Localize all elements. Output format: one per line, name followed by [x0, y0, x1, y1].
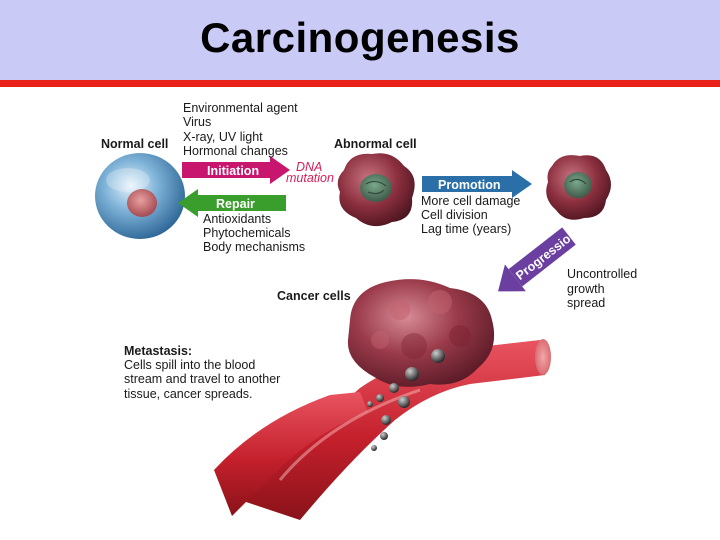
title-divider [0, 80, 720, 87]
progression-factor: growth [567, 282, 605, 296]
tumor-graphic [347, 279, 495, 387]
repair-label: Repair [216, 197, 255, 211]
metastasis-heading: Metastasis: [124, 344, 193, 358]
initiation-factor: Environmental agent [183, 101, 298, 115]
normal-cell-graphic [95, 153, 185, 239]
title-bar [0, 0, 720, 80]
dna-mutation-label: mutation [286, 171, 334, 185]
metastasis-text: Cells spill into the blood [124, 358, 256, 372]
blood-vessel-graphic [214, 339, 551, 520]
promotion-arrow: Promotion [422, 170, 532, 198]
initiation-factor: Virus [183, 115, 212, 129]
circulating-cells [367, 349, 445, 451]
promotion-factor: Cell division [421, 208, 488, 222]
progression-factor: spread [567, 296, 606, 310]
promoted-cell-graphic [546, 155, 611, 220]
initiation-factor: X-ray, UV light [183, 130, 263, 144]
progression-factor: Uncontrolled [567, 267, 638, 281]
repair-factor: Body mechanisms [203, 240, 306, 254]
repair-factor: Antioxidants [203, 212, 272, 226]
dna-mutation-label: DNA [296, 160, 323, 174]
promotion-label: Promotion [438, 178, 501, 192]
initiation-label: Initiation [207, 164, 259, 178]
promotion-factor: Lag time (years) [421, 222, 512, 236]
normal-cell-label: Normal cell [101, 137, 169, 151]
metastasis-text: tissue, cancer spreads. [124, 387, 253, 401]
repair-arrow: Repair [178, 189, 286, 217]
abnormal-cell-label: Abnormal cell [334, 137, 417, 151]
initiation-arrow: Initiation [182, 156, 290, 184]
page-title: Carcinogenesis [200, 14, 520, 61]
repair-factor: Phytochemicals [203, 226, 291, 240]
metastasis-text: stream and travel to another [124, 372, 281, 386]
initiation-factor: Hormonal changes [183, 144, 288, 158]
promotion-factor: More cell damage [421, 194, 521, 208]
abnormal-cell-graphic [337, 153, 415, 227]
cancer-cells-label: Cancer cells [277, 289, 351, 303]
